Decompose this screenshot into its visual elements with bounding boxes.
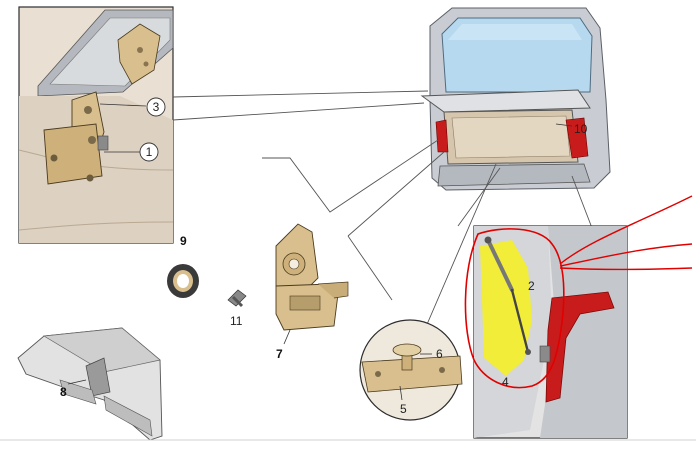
callout-2: 2 [528,279,535,293]
bumper-stop-icon [17,327,163,441]
callout-8: 8 [60,385,67,399]
van-rear-icon [420,7,611,191]
striker-pin-icon [392,343,422,371]
hinge-detail-panel: 3 1 [18,6,174,244]
callout-10: 10 [574,122,588,136]
leader-line [421,163,497,337]
leader-line [262,139,439,213]
leader-line [457,167,501,227]
callout-11: 11 [230,314,243,328]
leader-line [172,90,429,98]
callout-3: 3 [153,100,160,114]
callout-6: 6 [436,347,443,361]
callout-4: 4 [502,375,509,389]
latch-bracket-icon [275,223,349,331]
callout-7: 7 [276,347,283,361]
bolt-icon [227,289,247,308]
leader-line [347,235,393,301]
leader-line [571,175,593,229]
seal-ring-icon [167,264,199,298]
leader-line [172,102,425,121]
red-annotation-ellipse [464,228,565,389]
callout-9: 9 [180,234,187,248]
gas-strut-icon [484,236,551,363]
gas-strut-detail-panel: 2 4 [464,225,628,439]
leader-line [347,151,445,237]
hinge-assembly-icon [43,91,109,185]
red-annotation-arrows [559,195,693,271]
callout-1: 1 [146,145,153,159]
striker-detail-circle: 6 5 [359,319,463,421]
callout-5: 5 [400,402,407,416]
